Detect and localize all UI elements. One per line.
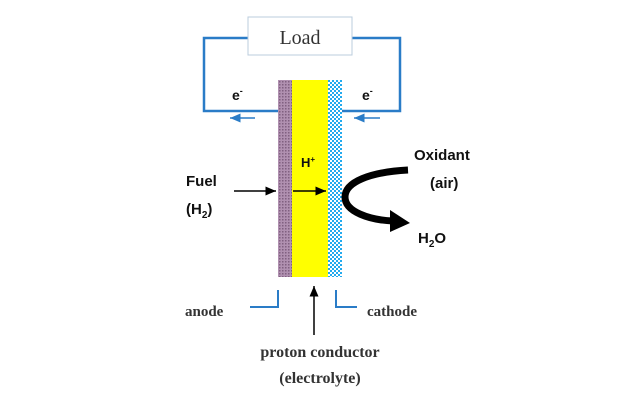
- electron-label-left: e-: [232, 86, 243, 103]
- fuel-formula: (H2): [186, 201, 212, 221]
- anode-label: anode: [185, 304, 224, 320]
- oxidant-air-label: (air): [430, 175, 458, 192]
- cathode-pointer: [335, 290, 357, 308]
- cathode-layer: [328, 80, 342, 277]
- external-circuit: [202, 36, 402, 113]
- anode-pointer: [250, 290, 279, 308]
- electron-label-right: e-: [362, 86, 373, 103]
- water-label: H2O: [418, 230, 446, 250]
- oxidant-curved-arrow: [341, 166, 410, 232]
- fuel-label: Fuel: [186, 173, 217, 190]
- electrolyte-layer: [292, 80, 328, 277]
- anode-layer: [278, 80, 292, 277]
- cathode-label: cathode: [367, 304, 417, 320]
- electrolyte-label: proton conductor: [260, 344, 379, 361]
- proton-label: H+: [301, 155, 315, 170]
- load-box: Load: [247, 16, 353, 56]
- electrolyte-sublabel: (electrolyte): [279, 370, 360, 387]
- oxidant-label: Oxidant: [414, 147, 470, 164]
- load-label: Load: [279, 27, 320, 49]
